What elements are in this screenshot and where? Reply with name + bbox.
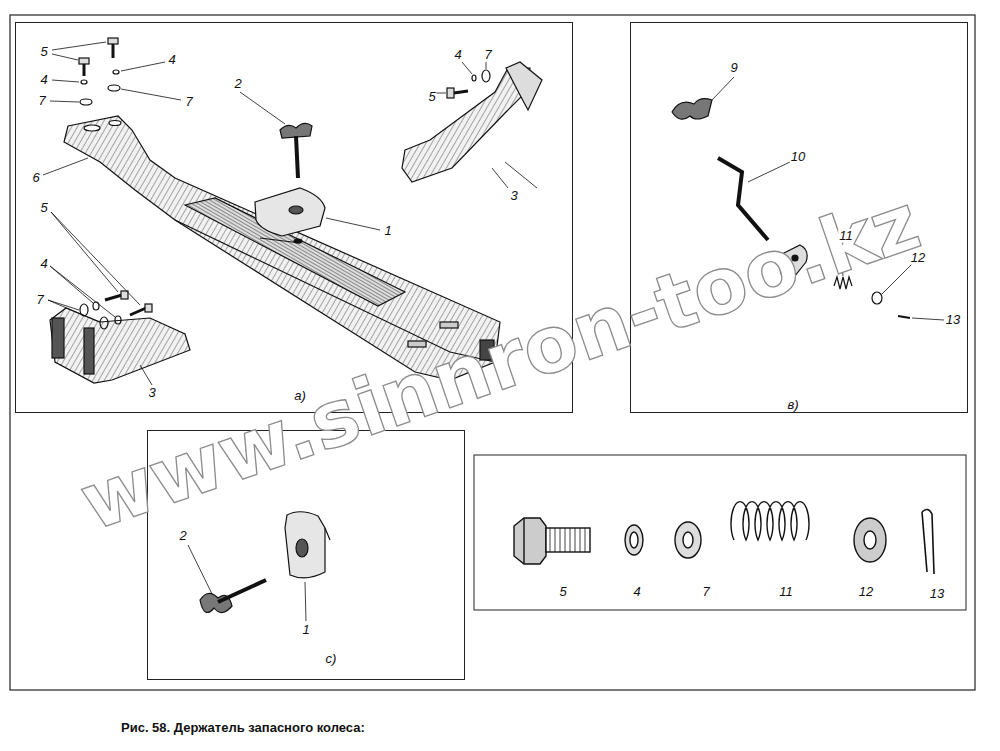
panel-letter: в)	[786, 398, 799, 412]
callout-number: 4	[167, 53, 176, 67]
callout-number: 7	[184, 95, 193, 109]
callout-number: 4	[453, 48, 462, 62]
callout-number: 4	[39, 73, 48, 87]
callout-number: 11	[778, 585, 794, 599]
callout-number: 5	[427, 90, 436, 104]
callout-number: 12	[910, 251, 926, 265]
callout-number: 11	[838, 229, 854, 243]
callout-number: 2	[178, 529, 187, 543]
callout-number: 7	[37, 94, 46, 108]
leader-lines	[43, 42, 944, 621]
outer-frame	[10, 15, 975, 690]
detail-panel	[474, 455, 966, 610]
callout-number: 13	[929, 587, 945, 601]
callout-number: 6	[31, 171, 40, 185]
figure-caption: Рис. 58. Держатель запасного колеса:	[121, 720, 365, 735]
callout-number: 5	[39, 45, 48, 59]
callout-number: 1	[383, 224, 392, 238]
callout-number: 7	[483, 48, 492, 62]
callout-number: 7	[35, 293, 44, 307]
callout-number: 1	[301, 623, 310, 637]
panel-letter: с)	[325, 652, 338, 666]
parts-detail	[514, 502, 934, 574]
callout-number: 9	[729, 61, 738, 75]
callout-number: 2	[233, 77, 242, 91]
parts-panel-c	[200, 512, 330, 613]
callout-number: 10	[790, 150, 806, 164]
callout-number: 7	[701, 585, 710, 599]
callout-number: 3	[509, 189, 518, 203]
callout-number: 12	[858, 585, 874, 599]
callout-number: 5	[39, 201, 48, 215]
callout-number: 4	[632, 585, 641, 599]
callout-number: 13	[945, 313, 961, 327]
callout-number: 4	[39, 257, 48, 271]
callout-number: 3	[147, 386, 156, 400]
callout-number: 5	[558, 585, 567, 599]
